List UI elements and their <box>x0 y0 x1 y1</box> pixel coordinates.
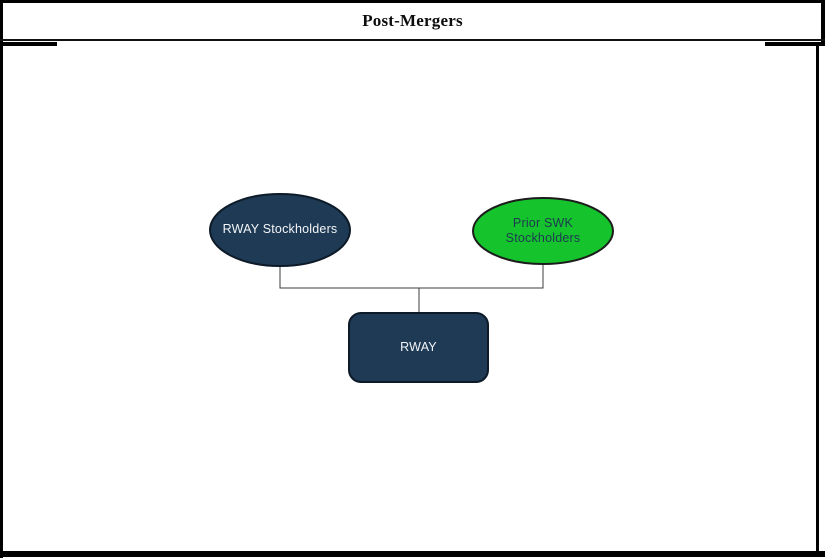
node-rway-shape <box>348 312 489 383</box>
node-rway-stockholders-label: RWAY Stockholders <box>222 222 338 237</box>
node-prior-swk-stockholders-label: Prior SWK Stockholders <box>505 215 581 246</box>
connector-lines <box>279 260 544 316</box>
title-bar: Post-Mergers <box>0 3 825 38</box>
node-prior-swk-stockholders-shape <box>472 197 614 265</box>
node-rway-label: RWAY <box>400 339 437 354</box>
node-rway-stockholders-shape <box>209 193 351 267</box>
connector-stockholders-to-junction <box>279 260 544 289</box>
title-divider-line <box>0 39 825 41</box>
divider-right-segment <box>765 42 825 46</box>
frame-left-border <box>0 0 3 558</box>
frame-right-border-title <box>821 0 825 46</box>
divider-left-segment <box>0 42 57 46</box>
frame-right-border-content <box>816 42 819 553</box>
page-title: Post-Mergers <box>362 10 463 30</box>
frame-top-border <box>0 0 825 3</box>
frame-bottom-border <box>0 551 825 557</box>
